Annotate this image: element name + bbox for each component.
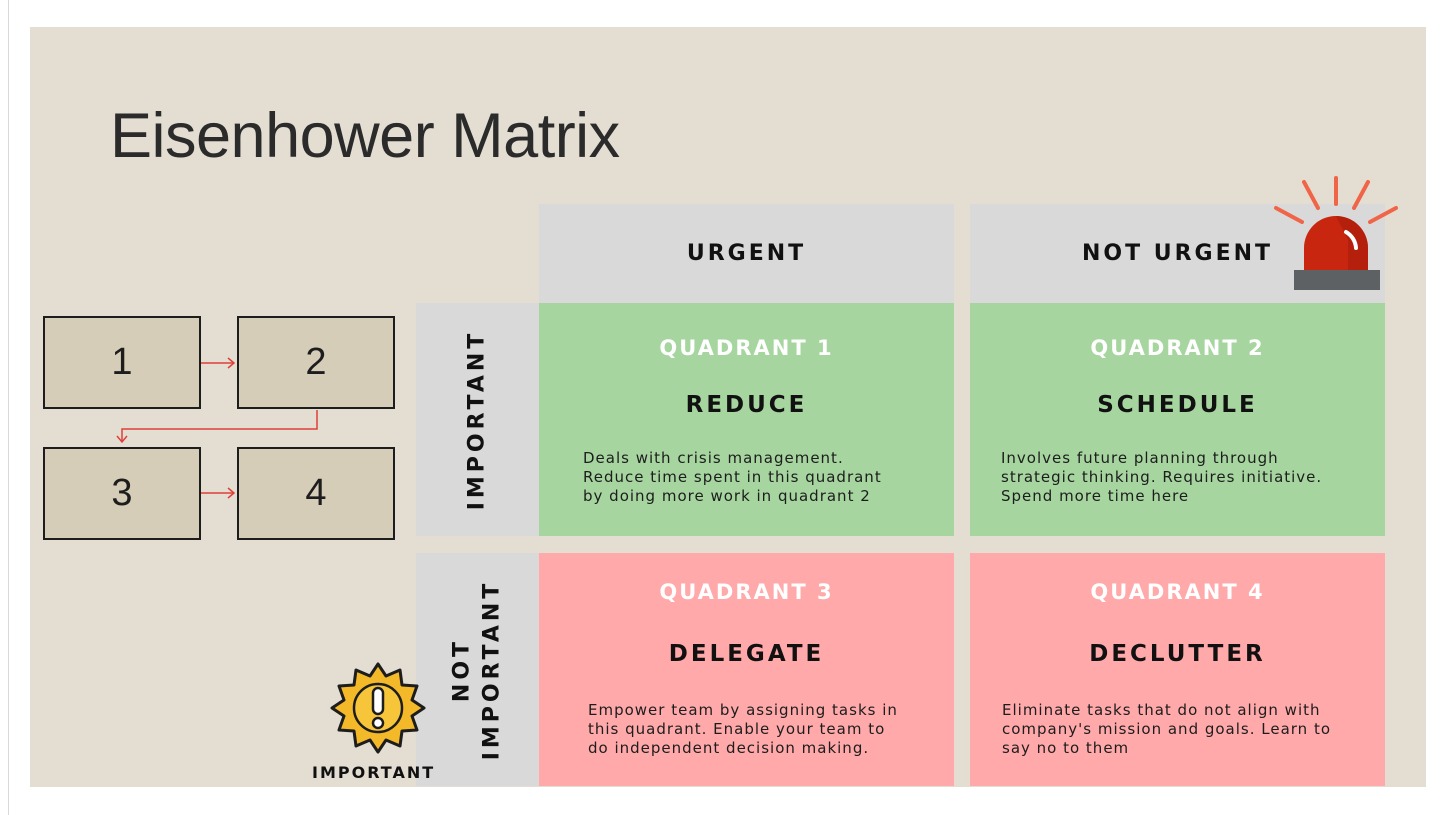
flow-box-2: 2 <box>237 316 395 409</box>
col-header-not-urgent-label: NOT URGENT <box>1081 241 1274 266</box>
quadrant-2-action: SCHEDULE <box>1097 392 1258 418</box>
quadrant-2-title: QUADRANT 2 <box>1090 336 1265 360</box>
col-header-urgent-label: URGENT <box>686 241 807 266</box>
page-title: Eisenhower Matrix <box>110 101 620 171</box>
quadrant-1-action: REDUCE <box>685 392 808 418</box>
quadrant-2: QUADRANT 2 SCHEDULE Involves future plan… <box>970 303 1385 536</box>
row-header-not-important-line2: IMPORTANT <box>479 579 505 760</box>
quadrant-2-description: Involves future planning through strateg… <box>1001 449 1323 505</box>
arrow-2-to-3 <box>121 410 318 442</box>
important-badge-label: IMPORTANT <box>312 763 436 782</box>
quadrant-1: QUADRANT 1 REDUCE Deals with crisis mana… <box>539 303 954 536</box>
quadrant-4-description: Eliminate tasks that do not align with c… <box>1002 701 1332 757</box>
quadrant-4-title: QUADRANT 4 <box>1090 580 1265 604</box>
flow-box-1: 1 <box>43 316 201 409</box>
row-header-important-label: IMPORTANT <box>464 329 490 510</box>
quadrant-1-description: Deals with crisis management. Reduce tim… <box>583 449 882 505</box>
quadrant-4: QUADRANT 4 DECLUTTER Eliminate tasks tha… <box>970 553 1385 786</box>
page-edge-line <box>8 0 9 815</box>
row-header-important: IMPORTANT <box>416 303 539 536</box>
quadrant-3: QUADRANT 3 DELEGATE Empower team by assi… <box>539 553 954 786</box>
col-header-urgent: URGENT <box>539 204 954 303</box>
flow-box-3: 3 <box>43 447 201 540</box>
quadrant-3-action: DELEGATE <box>668 641 825 667</box>
quadrant-4-action: DECLUTTER <box>1089 641 1266 667</box>
flow-box-4: 4 <box>237 447 395 540</box>
row-header-not-important-line1: NOT <box>449 637 475 702</box>
important-badge-icon <box>330 662 426 754</box>
quadrant-3-title: QUADRANT 3 <box>659 580 834 604</box>
row-header-not-important: NOT IMPORTANT <box>416 553 539 786</box>
siren-icon <box>1274 176 1398 290</box>
quadrant-1-title: QUADRANT 1 <box>659 336 834 360</box>
quadrant-3-description: Empower team by assigning tasks in this … <box>588 701 898 757</box>
